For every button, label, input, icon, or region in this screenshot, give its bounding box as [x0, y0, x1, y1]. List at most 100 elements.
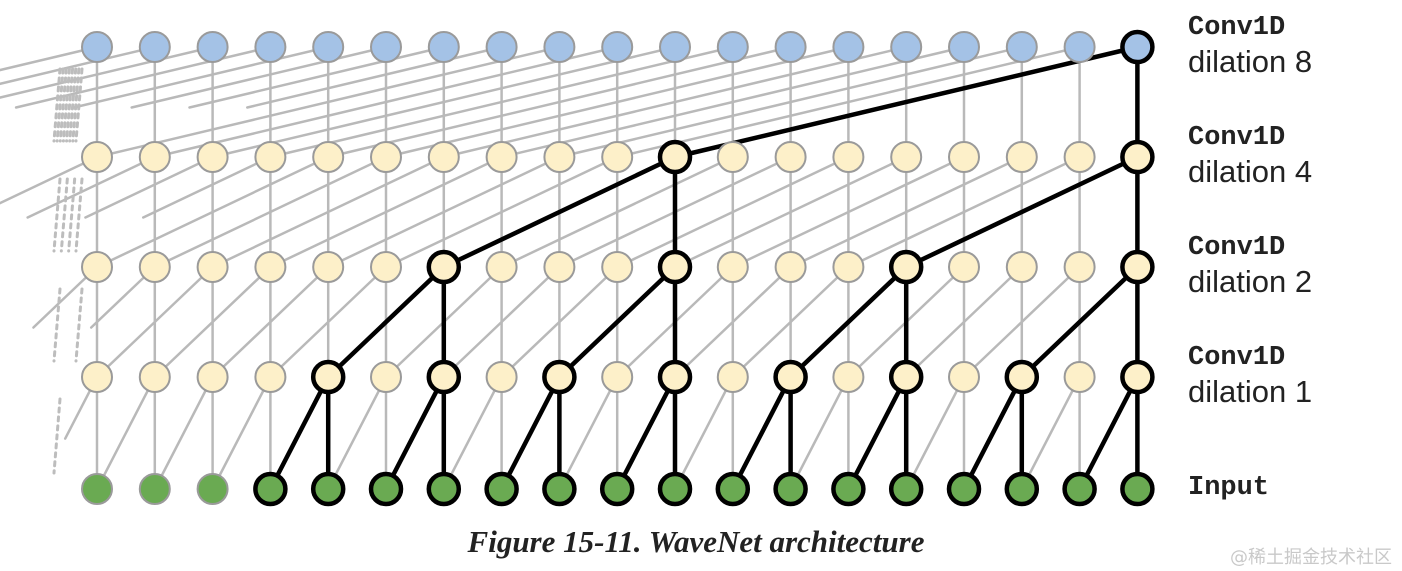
dilation-2-node — [81, 251, 113, 283]
dilation-1-node — [196, 361, 229, 393]
link-highlight-diagonal — [268, 374, 331, 492]
link-diagonal-partial — [188, 45, 446, 109]
dilation-8-node — [196, 31, 229, 63]
dilation-8-node — [832, 31, 865, 63]
link-diagonal-partial — [0, 45, 157, 86]
dilation-4-node — [1005, 141, 1038, 173]
link-diagonal — [153, 375, 214, 491]
dilation-2-node — [485, 251, 518, 283]
link-dotted — [74, 67, 84, 143]
layer-type: Conv1D — [1188, 233, 1286, 263]
input-node — [542, 471, 577, 507]
layer-dilation: dilation 8 — [1188, 43, 1313, 79]
link-highlight-diagonal — [672, 44, 1140, 160]
link-diagonal — [904, 375, 966, 491]
dilation-4-node — [196, 141, 229, 173]
dilation-4-node — [601, 141, 634, 173]
link-dotted — [68, 67, 78, 143]
input-node — [138, 473, 171, 505]
dilation-8-node — [312, 31, 345, 63]
link-dotted — [59, 177, 69, 253]
input-node — [484, 471, 519, 507]
dilation-2-node — [888, 249, 924, 285]
dilation-8-node — [485, 31, 518, 63]
link-diagonal — [95, 45, 561, 159]
link-dotted — [65, 67, 75, 143]
dilation-2-node — [948, 251, 980, 283]
link-diagonal-partial — [0, 45, 214, 99]
link-diagonal — [673, 155, 908, 269]
dilation-2-node — [312, 251, 345, 283]
input-type: Input — [1188, 473, 1270, 503]
dilation-4-node — [81, 141, 113, 173]
input-node — [715, 471, 751, 507]
link-diagonal — [1020, 375, 1081, 491]
link-diagonal-partial — [130, 45, 388, 109]
dilation-2-node — [543, 251, 576, 283]
link-highlight-diagonal — [441, 154, 678, 270]
link-diagonal — [326, 375, 388, 491]
link-diagonal — [326, 45, 792, 159]
dilation-8-node — [716, 31, 749, 63]
input-node — [368, 471, 404, 507]
layer-label-dilation-8: Conv1D dilation 8 — [1188, 13, 1313, 79]
input-node — [831, 471, 866, 507]
dilation-4-node — [832, 141, 865, 173]
link-diagonal — [789, 155, 1024, 269]
dilation-2-node — [601, 251, 634, 283]
dilation-4-node — [543, 141, 576, 173]
link-diagonal — [95, 155, 330, 269]
link-dotted — [71, 67, 81, 143]
input-node — [1062, 471, 1097, 507]
link-diagonal-partial — [72, 45, 330, 109]
gray-links — [0, 45, 1139, 491]
link-highlight-diagonal — [614, 374, 678, 492]
link-diagonal — [211, 375, 272, 491]
link-diagonal — [673, 375, 735, 491]
input-node — [426, 471, 462, 507]
dilation-2-node — [254, 251, 287, 283]
link-diagonal — [95, 375, 157, 491]
link-highlight-diagonal — [499, 374, 562, 492]
link-diagonal-partial — [0, 155, 99, 205]
input-node — [196, 473, 229, 505]
link-dotted — [52, 397, 62, 475]
link-diagonal — [442, 375, 503, 491]
link-diagonal — [731, 155, 966, 269]
dilation-1-node — [716, 361, 749, 393]
link-diagonal — [962, 265, 1081, 379]
dilation-1-node — [657, 359, 693, 395]
dilation-4-node — [774, 141, 807, 173]
dilation-1-node — [310, 359, 346, 395]
dilation-1-node — [1004, 359, 1040, 395]
dilation-4-node — [657, 139, 693, 175]
link-highlight-diagonal — [961, 374, 1025, 492]
dilation-8-node — [254, 31, 287, 63]
link-diagonal — [904, 265, 1024, 379]
dilation-8-node — [427, 31, 460, 63]
dilation-1-node — [81, 361, 113, 393]
dilation-2-node — [1120, 249, 1155, 285]
nodes — [81, 29, 1155, 507]
link-diagonal — [847, 155, 1081, 269]
dilation-1-node — [542, 359, 577, 395]
dilation-4-node — [890, 141, 923, 173]
dilation-2-node — [196, 251, 229, 283]
dotted-edge-links — [52, 67, 84, 475]
link-diagonal-partial — [141, 155, 272, 219]
link-diagonal — [615, 45, 1081, 159]
dilation-2-node — [716, 251, 749, 283]
dilation-1-node — [773, 359, 808, 395]
link-diagonal — [500, 265, 619, 379]
link-diagonal — [269, 45, 735, 159]
link-diagonal — [384, 45, 850, 159]
link-diagonal — [558, 375, 619, 491]
link-diagonal — [269, 265, 388, 379]
dilation-8-node — [1005, 31, 1038, 63]
link-diagonal — [153, 155, 388, 269]
link-highlight-diagonal — [846, 374, 909, 492]
input-node — [253, 471, 288, 507]
link-diagonal — [153, 45, 619, 159]
link-diagonal — [500, 45, 966, 159]
